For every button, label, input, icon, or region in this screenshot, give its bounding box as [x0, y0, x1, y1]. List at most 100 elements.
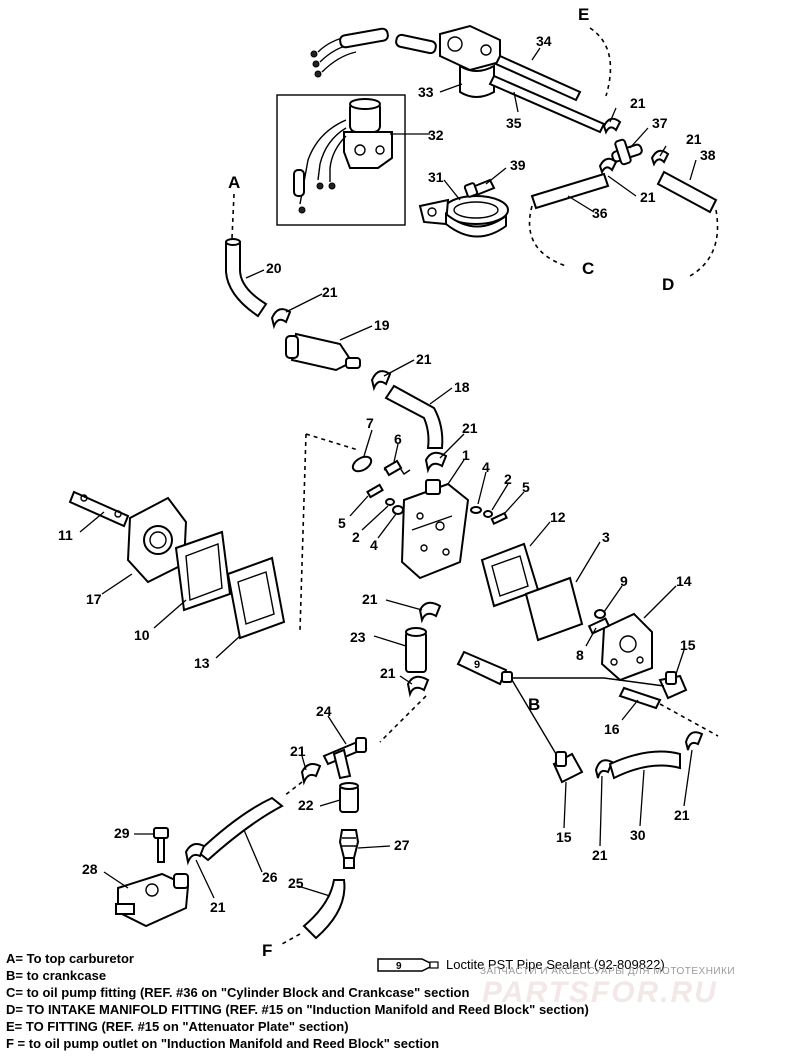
hose-20 — [225, 238, 268, 318]
callout-21: 21 — [210, 899, 226, 915]
callout-23: 23 — [350, 629, 366, 645]
callout-27: 27 — [394, 837, 410, 853]
solenoid-32 — [293, 98, 393, 214]
callout-38: 38 — [700, 147, 716, 163]
callout-21: 21 — [674, 807, 690, 823]
leader-sealant-to-15 — [511, 679, 563, 765]
callout-21: 21 — [592, 847, 608, 863]
callout-19: 19 — [374, 317, 390, 333]
callout-34: 34 — [536, 33, 552, 49]
watermark-brand: PARTSFOR.RU — [482, 976, 718, 1009]
sealant-text: Loctite PST Pipe Sealant (92-809822) — [446, 957, 665, 972]
wire-harness — [310, 27, 437, 78]
connection-letters: A B C D E F — [228, 5, 674, 960]
hose-18 — [384, 384, 444, 449]
callout-21: 21 — [322, 284, 338, 300]
callout-35: 35 — [506, 115, 522, 131]
callout-1: 1 — [462, 447, 470, 463]
leader-lines — [79, 47, 697, 899]
solenoid-33 — [439, 24, 501, 98]
callout-4: 4 — [482, 459, 490, 475]
letter-e: E — [578, 5, 589, 24]
route-f — [281, 933, 301, 945]
pump-body-1 — [400, 479, 470, 580]
callout-36: 36 — [592, 205, 608, 221]
screw-39 — [463, 178, 496, 198]
clamp-21-c — [598, 157, 618, 175]
letter-d: D — [662, 275, 674, 294]
callout-2: 2 — [352, 529, 360, 545]
callout-21: 21 — [686, 131, 702, 147]
callout-3: 3 — [602, 529, 610, 545]
callout-14: 14 — [676, 573, 692, 589]
legend-c: C= to oil pump fitting (REF. #36 on "Cyl… — [6, 985, 470, 1000]
spring-6 — [383, 459, 411, 477]
callout-12: 12 — [550, 509, 566, 525]
fuel-filter-19 — [285, 332, 361, 372]
callout-2: 2 — [504, 471, 512, 487]
callout-4: 4 — [370, 537, 378, 553]
sealant-number: 9 — [396, 961, 402, 972]
route-e — [589, 27, 612, 97]
callout-28: 28 — [82, 861, 98, 877]
callout-labels: 34 33 35 21 37 21 38 39 31 32 21 36 20 2… — [58, 33, 716, 915]
callout-7: 7 — [366, 415, 374, 431]
hose-36 — [530, 172, 610, 210]
fitting-37 — [611, 138, 643, 166]
callout-22: 22 — [298, 797, 314, 813]
fitting-15-upper — [658, 671, 688, 700]
callout-21: 21 — [640, 189, 656, 205]
sealant-tube-icon: 9 — [377, 958, 439, 972]
callout-25: 25 — [288, 875, 304, 891]
hose-22 — [339, 782, 359, 813]
callout-21: 21 — [362, 591, 378, 607]
callout-5: 5 — [522, 479, 530, 495]
tube-9-label: 9 — [474, 659, 480, 671]
legend-e: E= TO FITTING (REF. #15 on "Attenuator P… — [6, 1019, 349, 1034]
lever-11 — [68, 490, 130, 528]
hose-25 — [302, 879, 346, 940]
cover-17 — [126, 496, 188, 584]
washer-9 — [594, 609, 606, 619]
legend-a: A= To top carburetor — [6, 951, 134, 966]
clamp-21-g — [418, 601, 442, 624]
callout-39: 39 — [510, 157, 526, 173]
route-a — [231, 193, 235, 239]
tee-fitting-24 — [322, 737, 368, 780]
legend-b: B= to crankcase — [6, 968, 107, 983]
callout-18: 18 — [454, 379, 470, 395]
inset-box-32 — [276, 94, 406, 226]
callout-15: 15 — [680, 637, 696, 653]
hose-23 — [405, 627, 427, 673]
legend-f: F = to oil pump outlet on "Induction Man… — [6, 1036, 440, 1051]
gasket-3 — [524, 576, 584, 642]
screw-29 — [153, 827, 169, 863]
callout-10: 10 — [134, 627, 150, 643]
clamp-21-a — [602, 117, 622, 135]
hose-30 — [608, 750, 681, 780]
hose-26 — [196, 796, 284, 862]
check-valve-5-left — [366, 483, 384, 499]
line-35 — [488, 74, 606, 134]
callout-6: 6 — [394, 431, 402, 447]
callout-21: 21 — [290, 743, 306, 759]
route-c — [528, 205, 567, 267]
hose-38 — [656, 170, 718, 214]
callout-26: 26 — [262, 869, 278, 885]
leader-sealant-to-16 — [512, 677, 665, 687]
oring-4-left — [392, 505, 404, 515]
route-d — [689, 209, 719, 277]
route-23-to-24 — [379, 695, 427, 743]
clamp-21-j — [406, 675, 430, 698]
check-valve-5-right — [490, 511, 508, 526]
clamp-21-i — [684, 731, 704, 751]
diaphragm-7 — [351, 455, 373, 473]
oring-4-right — [470, 506, 482, 514]
line-34 — [494, 54, 582, 102]
clamp-21-h — [594, 759, 614, 779]
route-to-clamp — [659, 703, 719, 737]
valve-28 — [115, 872, 190, 928]
clamp-21-k — [300, 763, 322, 786]
callout-37: 37 — [652, 115, 668, 131]
